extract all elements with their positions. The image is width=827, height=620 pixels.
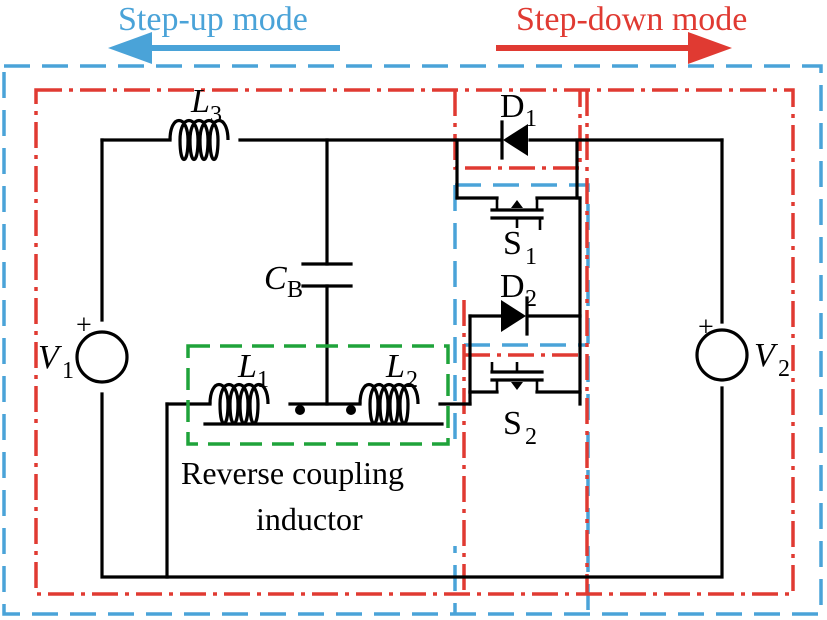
D1-label: D bbox=[500, 88, 525, 125]
coupled-inductor: L 1 L 2 bbox=[203, 348, 444, 426]
coupling-box bbox=[186, 344, 450, 446]
S1-subscript: 1 bbox=[525, 244, 537, 270]
step-up-header: Step-up mode bbox=[108, 1, 340, 64]
step-down-region bbox=[34, 88, 795, 596]
S1-label: S bbox=[503, 225, 522, 262]
D2-subscript: 2 bbox=[525, 286, 537, 312]
step-up-arrow-head-icon bbox=[108, 32, 152, 64]
step-up-label: Step-up mode bbox=[118, 1, 308, 38]
step-down-header: Step-down mode bbox=[496, 1, 747, 64]
coupling-annotation: Reverse coupling inductor bbox=[178, 450, 460, 546]
L3-subscript: 3 bbox=[210, 102, 222, 128]
V2-polarity: + bbox=[698, 312, 714, 343]
source-V1: + V 1 bbox=[38, 310, 129, 384]
CB-label: C bbox=[264, 260, 287, 297]
step-down-arrow-head-icon bbox=[688, 32, 732, 64]
L2-subscript: 2 bbox=[406, 367, 418, 393]
annotation-line-2: inductor bbox=[256, 501, 363, 537]
step-down-label: Step-down mode bbox=[516, 1, 747, 38]
switch-S2: S 2 bbox=[490, 362, 544, 450]
V1-subscript: 1 bbox=[62, 358, 74, 384]
switch-S1: S 1 bbox=[490, 198, 544, 270]
inductor-L3: L 3 bbox=[168, 83, 230, 162]
L2-label: L bbox=[385, 348, 405, 385]
polarity-dot-icon bbox=[346, 405, 356, 415]
S2-subscript: 2 bbox=[525, 424, 537, 450]
polarity-dot-icon bbox=[295, 405, 305, 415]
V1-polarity: + bbox=[76, 310, 92, 341]
annotation-line-1: Reverse coupling bbox=[181, 455, 404, 491]
diode-D2: D 2 bbox=[500, 268, 537, 336]
D2-label: D bbox=[500, 268, 525, 305]
circuit-wires bbox=[100, 138, 724, 579]
V1-label: V bbox=[38, 339, 63, 376]
source-V2: + V 2 bbox=[695, 312, 790, 382]
L3-label: L bbox=[190, 83, 210, 120]
CB-subscript: B bbox=[287, 277, 303, 303]
L1-label: L bbox=[237, 348, 257, 385]
D1-subscript: 1 bbox=[525, 106, 537, 132]
annotation-backdrop bbox=[178, 450, 460, 546]
diode-D1: D 1 bbox=[500, 88, 537, 160]
capacitor-CB: C B bbox=[264, 260, 353, 303]
V2-subscript: 2 bbox=[778, 356, 790, 382]
S2-label: S bbox=[503, 405, 522, 442]
V2-label: V bbox=[754, 337, 779, 374]
L1-subscript: 1 bbox=[257, 367, 269, 393]
